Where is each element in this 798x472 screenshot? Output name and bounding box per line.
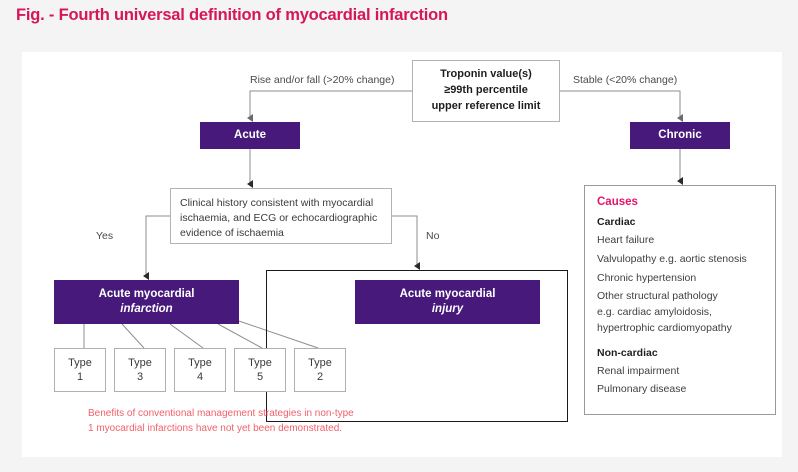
edge-label-no: No [426,230,440,242]
clinical-history-text: Clinical history consistent with myocard… [180,197,378,240]
acute-myocardial-injury-group [266,270,568,422]
chronic-label: Chronic [658,128,702,141]
ami-injury-line-2: injury [431,303,464,315]
causes-heading: Causes [597,196,638,208]
edge-label-rise-fall: Rise and/or fall (>20% change) [250,74,395,86]
type-box-1-label: Type [68,356,92,369]
edge-label-stable: Stable (<20% change) [573,74,678,86]
causes-item-renal-impairment: Renal impairment [597,364,680,377]
node-acute-myocardial-infarction: Acute myocardial infarction [54,280,239,324]
type-box-4-label: Type [188,356,212,369]
type-box-3: Type 3 [114,348,166,392]
type-box-5-label: Type [248,356,272,369]
causes-group-title-cardiac: Cardiac [597,216,636,228]
troponin-criteria-box: Troponin value(s) ≥99th percentile upper… [412,60,560,122]
acute-label: Acute [234,128,266,141]
causes-item-pulmonary-disease: Pulmonary disease [597,383,687,396]
causes-group-spacer [597,340,763,347]
causes-item-other-structural-pathology: Other structural pathology [597,290,718,303]
troponin-line-2: ≥99th percentile [444,84,528,97]
causes-item-valvulopathy: Valvulopathy e.g. aortic stenosis [597,252,747,265]
type-box-5: Type 5 [234,348,286,392]
type-box-2-label: Type [308,356,332,369]
node-acute-myocardial-injury: Acute myocardial injury [355,280,540,324]
footnote-text: Benefits of conventional management stra… [88,408,354,434]
node-chronic: Chronic [630,122,730,149]
node-acute: Acute [200,122,300,149]
type-box-3-number: 3 [136,371,144,383]
type-box-2: Type 2 [294,348,346,392]
causes-group-title-non-cardiac: Non-cardiac [597,346,658,359]
causes-item-heart-failure: Heart failure [597,234,655,246]
ami-injury-line-1: Acute myocardial [399,287,496,300]
type-box-1-number: 1 [76,371,84,383]
causes-item-chronic-hypertension: Chronic hypertension [597,271,697,284]
type-box-4: Type 4 [174,348,226,392]
page-title: Fig. - Fourth universal definition of my… [16,6,448,24]
diagram-panel: Troponin value(s) ≥99th percentile upper… [22,52,782,457]
causes-item-hypertrophic-cardiomyopathy: hypertrophic cardiomyopathy [597,321,732,334]
causes-item-cardiac-amyloidosis: e.g. cardiac amyloidosis, [597,306,712,318]
type-box-4-number: 4 [196,371,204,383]
ami-infarction-line-1: Acute myocardial [98,287,195,300]
type-box-1: Type 1 [54,348,106,392]
troponin-line-3: upper reference limit [431,99,541,112]
type-box-5-number: 5 [256,371,264,383]
edge-label-yes: Yes [96,230,114,242]
troponin-line-1: Troponin value(s) [440,68,532,81]
type-box-2-number: 2 [316,371,324,383]
node-clinical-history: Clinical history consistent with myocard… [170,188,392,244]
ami-infarction-line-2: infarction [120,303,173,315]
type-box-3-label: Type [128,356,152,369]
causes-panel: Causes Cardiac Heart failure Valvulopath… [584,185,776,415]
